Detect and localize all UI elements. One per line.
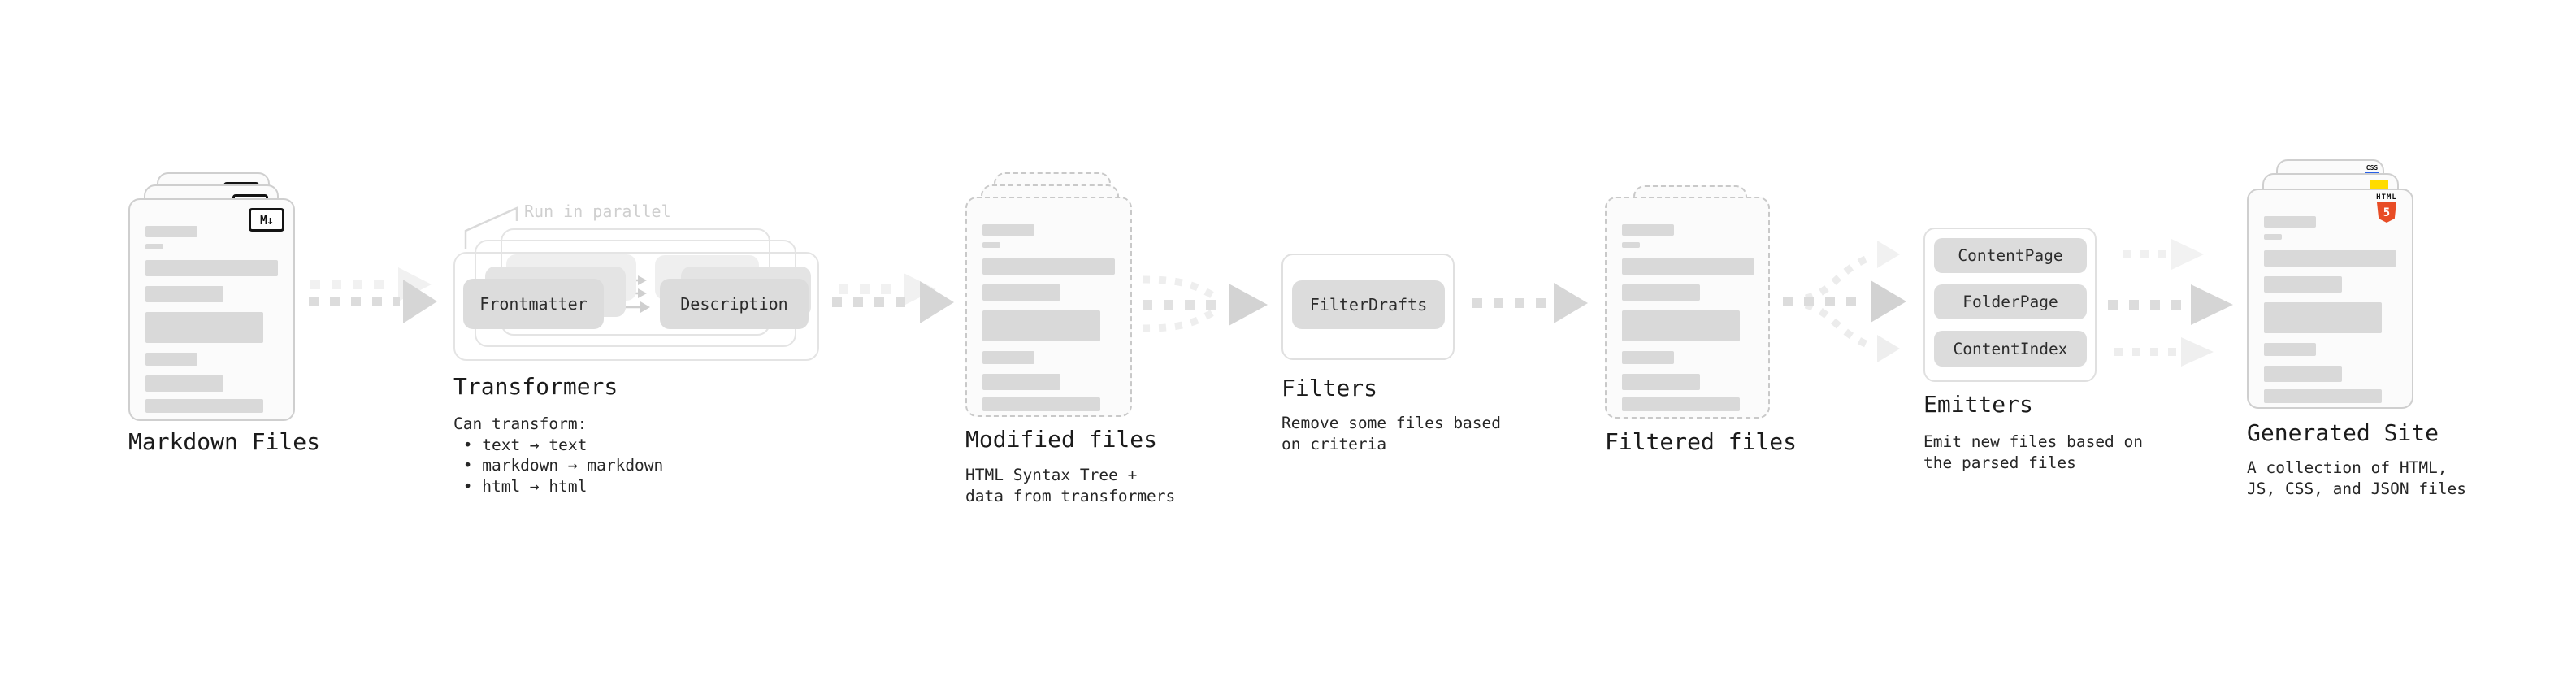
arrow-emitters-to-generated bbox=[2108, 239, 2233, 367]
markdown-file-card: M↓ bbox=[128, 198, 295, 421]
arrow-markdown-to-transformers bbox=[309, 267, 437, 323]
content-line-bar bbox=[1622, 351, 1674, 364]
folderpage-chip: FolderPage bbox=[1934, 284, 2087, 319]
content-line-bar bbox=[145, 375, 223, 392]
content-line-bar bbox=[982, 397, 1100, 411]
content-line-bar bbox=[2264, 216, 2316, 228]
content-line-bar bbox=[1622, 242, 1640, 248]
arrow-filters-to-filtered bbox=[1472, 283, 1588, 323]
html5-icon-number: 5 bbox=[2383, 206, 2391, 219]
html5-icon-word: HTML bbox=[2376, 193, 2397, 202]
arrow-transformers-to-modified bbox=[832, 273, 954, 323]
markdown-icon: M↓ bbox=[249, 208, 284, 232]
content-line-bar bbox=[145, 312, 263, 343]
content-line-bar bbox=[145, 244, 163, 249]
frontmatter-chip: Frontmatter bbox=[463, 279, 604, 329]
content-line-bar bbox=[982, 310, 1100, 341]
transformers-title: Transformers bbox=[453, 373, 618, 400]
content-line-bar bbox=[2264, 302, 2382, 333]
content-line-bar bbox=[982, 242, 1000, 248]
file-content-lines bbox=[130, 200, 293, 413]
file-content-lines bbox=[967, 198, 1130, 411]
content-line-bar bbox=[2264, 343, 2316, 356]
html5-icon: HTML 5 bbox=[2374, 193, 2399, 223]
markdown-files-title: Markdown Files bbox=[128, 428, 321, 455]
content-line-bar bbox=[145, 286, 223, 302]
content-line-bar bbox=[145, 226, 197, 237]
content-line-bar bbox=[1622, 284, 1700, 301]
content-line-bar bbox=[982, 374, 1060, 390]
css-icon-label: CSS bbox=[2366, 164, 2379, 171]
emitters-title: Emitters bbox=[1923, 391, 2033, 418]
content-line-bar bbox=[145, 399, 263, 413]
modified-file-card bbox=[965, 197, 1132, 417]
js-icon bbox=[2370, 180, 2388, 191]
file-content-lines bbox=[2249, 190, 2412, 403]
content-line-bar bbox=[982, 224, 1034, 236]
content-line-bar bbox=[2264, 389, 2382, 403]
contentindex-chip: ContentIndex bbox=[1934, 331, 2087, 367]
content-line-bar bbox=[2264, 234, 2282, 240]
content-line-bar bbox=[982, 258, 1115, 275]
content-line-bar bbox=[145, 260, 278, 276]
transformers-note: Can transform: • text → text • markdown … bbox=[453, 414, 664, 496]
run-in-parallel-connector-line bbox=[464, 206, 518, 249]
html5-icon-shield: 5 bbox=[2377, 202, 2396, 223]
content-line-bar bbox=[1622, 374, 1700, 390]
description-chip: Description bbox=[660, 279, 809, 329]
emitters-desc: Emit new files based on the parsed files bbox=[1923, 432, 2144, 472]
content-line-bar bbox=[1622, 224, 1674, 236]
content-line-bar bbox=[1622, 397, 1740, 411]
content-line-bar bbox=[982, 284, 1060, 301]
modified-files-title: Modified files bbox=[965, 426, 1158, 453]
filtered-file-card bbox=[1605, 197, 1770, 419]
filtered-files-title: Filtered files bbox=[1605, 428, 1798, 455]
filters-title: Filters bbox=[1281, 375, 1378, 401]
transformers-frame bbox=[453, 252, 819, 361]
arrow-modified-to-filters-merge bbox=[1142, 275, 1268, 332]
file-content-lines bbox=[1607, 198, 1768, 411]
content-line-bar bbox=[2264, 250, 2396, 267]
content-line-bar bbox=[2264, 366, 2342, 382]
modified-files-desc: HTML Syntax Tree + data from transformer… bbox=[965, 466, 1176, 505]
run-in-parallel-label: Run in parallel bbox=[524, 202, 671, 221]
generated-file-card: HTML 5 bbox=[2247, 189, 2413, 409]
content-line-bar bbox=[1622, 258, 1754, 275]
content-line-bar bbox=[982, 351, 1034, 364]
filters-desc: Remove some files based on criteria bbox=[1281, 414, 1502, 453]
content-line-bar bbox=[1622, 310, 1740, 341]
filterdrafts-chip: FilterDrafts bbox=[1292, 280, 1445, 329]
generated-site-title: Generated Site bbox=[2247, 419, 2439, 446]
content-line-bar bbox=[145, 353, 197, 366]
contentpage-chip: ContentPage bbox=[1934, 238, 2087, 273]
arrow-filtered-to-emitters-fanout bbox=[1783, 241, 1906, 362]
generated-site-desc: A collection of HTML, JS, CSS, and JSON … bbox=[2247, 458, 2467, 498]
content-line-bar bbox=[2264, 276, 2342, 293]
